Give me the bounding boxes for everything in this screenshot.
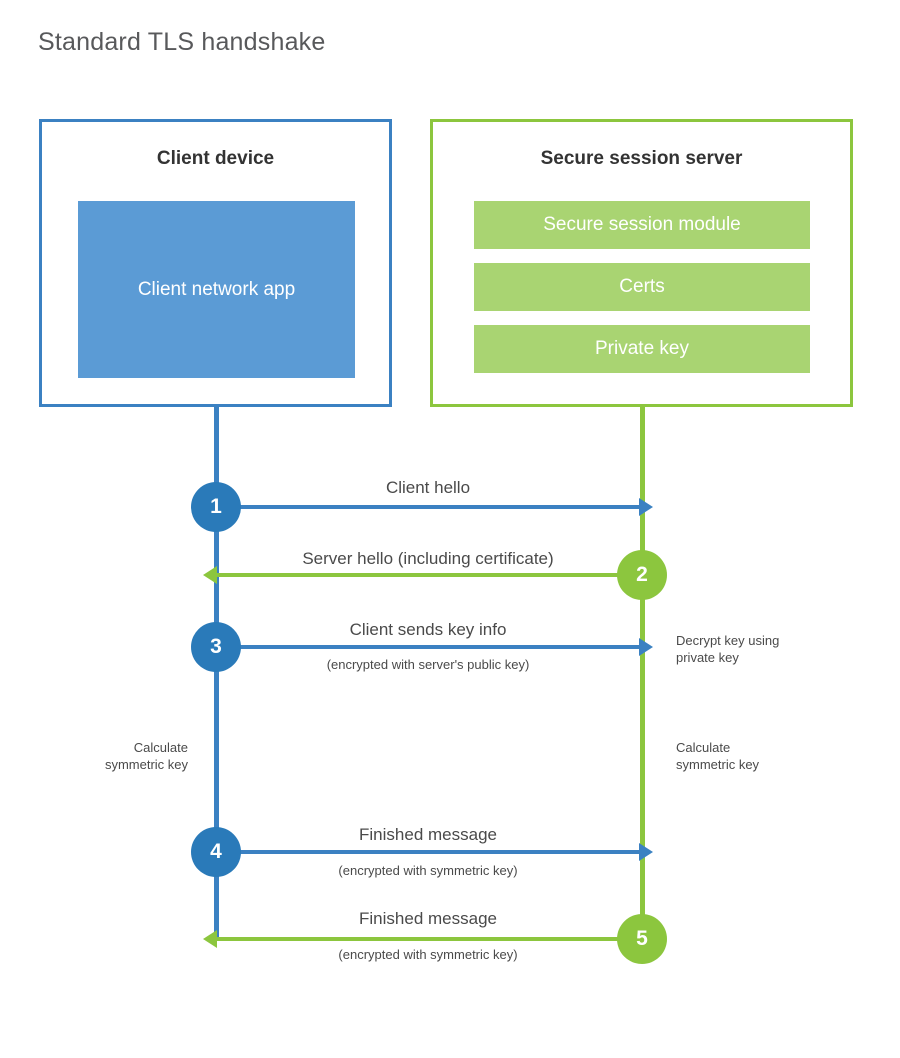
secure-session-server-box: Secure session server Secure session mod… [430,119,853,407]
step-circle-4[interactable]: 4 [191,827,241,877]
note-client-calc-line-2: symmetric key [104,757,188,772]
note-server-calc-line-1: Calculate [676,740,731,755]
server-block-certs: Certs [474,263,810,311]
sublabel-step-4: (encrypted with symmetric key) [338,863,518,878]
client-device-title: Client device [156,148,275,169]
arrow-step-1 [216,498,653,516]
arrowhead-right-icon [639,498,653,516]
step-circle-3[interactable]: 3 [191,622,241,672]
arrow-step-3 [216,638,653,656]
server-block-secure-session-module: Secure session module [474,201,810,249]
label-step-2: Server hello (including certificate) [302,549,554,568]
step-circle-1[interactable]: 1 [191,482,241,532]
label-step-1: Client hello [385,478,471,497]
client-device-box: Client device Client network app [39,119,392,407]
client-lifeline [214,406,219,941]
note-server-calc-line-2: symmetric key [676,757,760,772]
note-server-calculate-symmetric-key: Calculate symmetric key [676,739,856,773]
label-step-4: Finished message [359,825,497,844]
note-client-calc-line-1: Calculate [133,740,188,755]
note-client-calculate-symmetric-key: Calculate symmetric key [20,739,188,773]
client-network-app-block: Client network app [78,201,355,378]
arrow-step-2 [203,566,640,584]
arrowhead-right-icon [639,638,653,656]
sublabel-step-5: (encrypted with symmetric key) [338,947,518,962]
label-step-5: Finished message [359,909,497,928]
server-lifeline [640,406,645,941]
arrow-step-5 [203,930,640,948]
arrowhead-right-icon [639,843,653,861]
arrow-step-4 [216,843,653,861]
note-decrypt-key-line-1: Decrypt key using [676,633,780,648]
step-circle-2[interactable]: 2 [617,550,667,600]
arrowhead-left-icon [203,566,217,584]
label-step-3: Client sends key info [349,620,507,639]
page-title: Standard TLS handshake [38,28,326,56]
server-block-private-key: Private key [474,325,810,373]
arrowhead-left-icon [203,930,217,948]
step-circle-5[interactable]: 5 [617,914,667,964]
sublabel-step-3: (encrypted with server's public key) [326,657,530,672]
note-decrypt-key-line-2: private key [676,650,739,665]
secure-session-server-title: Secure session server [540,148,743,169]
note-decrypt-key: Decrypt key using private key [676,632,856,666]
